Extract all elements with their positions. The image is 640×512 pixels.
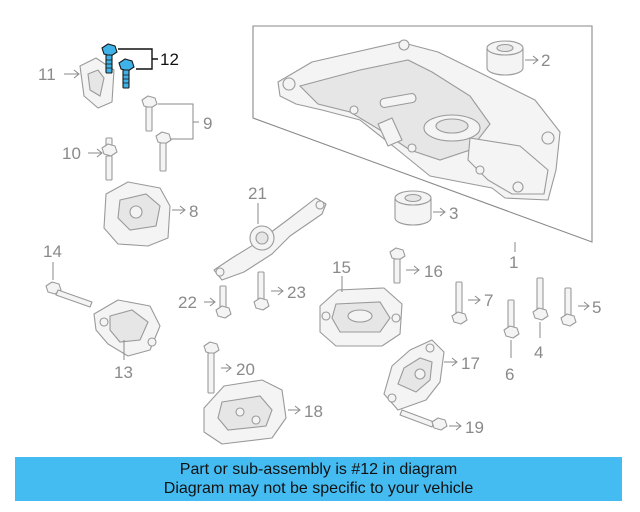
leader-line-18 xyxy=(288,405,301,415)
leader-line-19 xyxy=(449,421,462,431)
leader-line-10 xyxy=(88,148,103,158)
leader-line-12 xyxy=(118,48,158,70)
leader-line-7 xyxy=(468,295,481,305)
bolt-6[interactable] xyxy=(503,299,520,339)
callout-10[interactable]: 10 xyxy=(62,144,81,163)
callout-11[interactable]: 11 xyxy=(38,65,56,84)
leader-line-23 xyxy=(271,286,284,296)
callout-20[interactable]: 20 xyxy=(236,360,255,379)
callout-15[interactable]: 15 xyxy=(332,258,351,277)
bracket-13[interactable] xyxy=(93,299,161,357)
bolt-22[interactable] xyxy=(215,285,232,319)
callout-22[interactable]: 22 xyxy=(178,293,197,312)
bolt-5[interactable] xyxy=(560,287,577,327)
subframe-group: 1 xyxy=(252,25,593,272)
callout-9[interactable]: 9 xyxy=(203,114,212,133)
banner-line-disclaimer: Diagram may not be specific to your vehi… xyxy=(163,480,474,497)
stud-10[interactable] xyxy=(101,137,118,181)
callout-8[interactable]: 8 xyxy=(189,202,198,221)
leader-line-16 xyxy=(406,265,420,275)
bracket-17[interactable] xyxy=(383,339,445,411)
bolt-12-lower[interactable] xyxy=(118,58,135,89)
callout-19[interactable]: 19 xyxy=(465,418,484,437)
leader-line-20 xyxy=(221,363,232,373)
callout-14[interactable]: 14 xyxy=(43,242,62,261)
leader-line-8 xyxy=(172,205,186,215)
banner-line-part-number: Part or sub-assembly is #12 in diagram xyxy=(179,461,458,478)
callout-21[interactable]: 21 xyxy=(248,184,267,203)
callout-6[interactable]: 6 xyxy=(505,365,514,384)
bolt-7[interactable] xyxy=(451,281,468,325)
parts-diagram: 1 2 3 11 12 xyxy=(38,25,601,445)
callout-1[interactable]: 1 xyxy=(509,253,518,272)
mount-18[interactable] xyxy=(203,379,287,445)
torque-rod-21[interactable] xyxy=(213,197,327,281)
transmission-mount-15[interactable] xyxy=(319,287,403,347)
leader-line-9 xyxy=(158,103,199,140)
callout-3[interactable]: 3 xyxy=(449,204,458,223)
bolt-9-lower[interactable] xyxy=(155,131,172,172)
callout-7[interactable]: 7 xyxy=(484,291,493,310)
leader-line-5 xyxy=(578,301,590,311)
subframe-part[interactable] xyxy=(277,39,561,201)
callout-5[interactable]: 5 xyxy=(592,298,601,317)
bushing-top[interactable] xyxy=(486,40,524,76)
bushing-lower[interactable] xyxy=(394,190,432,226)
callout-13[interactable]: 13 xyxy=(114,363,133,382)
bolt-12-upper[interactable] xyxy=(101,43,118,74)
leader-line-11 xyxy=(64,69,80,79)
bolt-20[interactable] xyxy=(203,341,220,394)
callout-17[interactable]: 17 xyxy=(461,354,480,373)
callout-23[interactable]: 23 xyxy=(287,283,306,302)
callout-12[interactable]: 12 xyxy=(160,50,179,69)
engine-mount-8[interactable] xyxy=(103,181,171,247)
leader-line-22 xyxy=(204,297,216,307)
callout-16[interactable]: 16 xyxy=(424,262,443,281)
leader-line-17 xyxy=(444,357,458,367)
bolt-4[interactable] xyxy=(532,277,549,321)
bolt-9-upper[interactable] xyxy=(141,95,158,132)
info-banner: Part or sub-assembly is #12 in diagram D… xyxy=(15,457,622,501)
leader-line-2 xyxy=(525,55,539,65)
leader-line-3 xyxy=(433,207,446,217)
callout-18[interactable]: 18 xyxy=(304,402,323,421)
bolt-14[interactable] xyxy=(45,281,93,308)
bolt-23[interactable] xyxy=(253,271,270,311)
bolt-16[interactable] xyxy=(389,247,406,284)
callout-4[interactable]: 4 xyxy=(534,343,543,362)
bolt-19[interactable] xyxy=(399,409,448,431)
callout-2[interactable]: 2 xyxy=(541,51,550,70)
